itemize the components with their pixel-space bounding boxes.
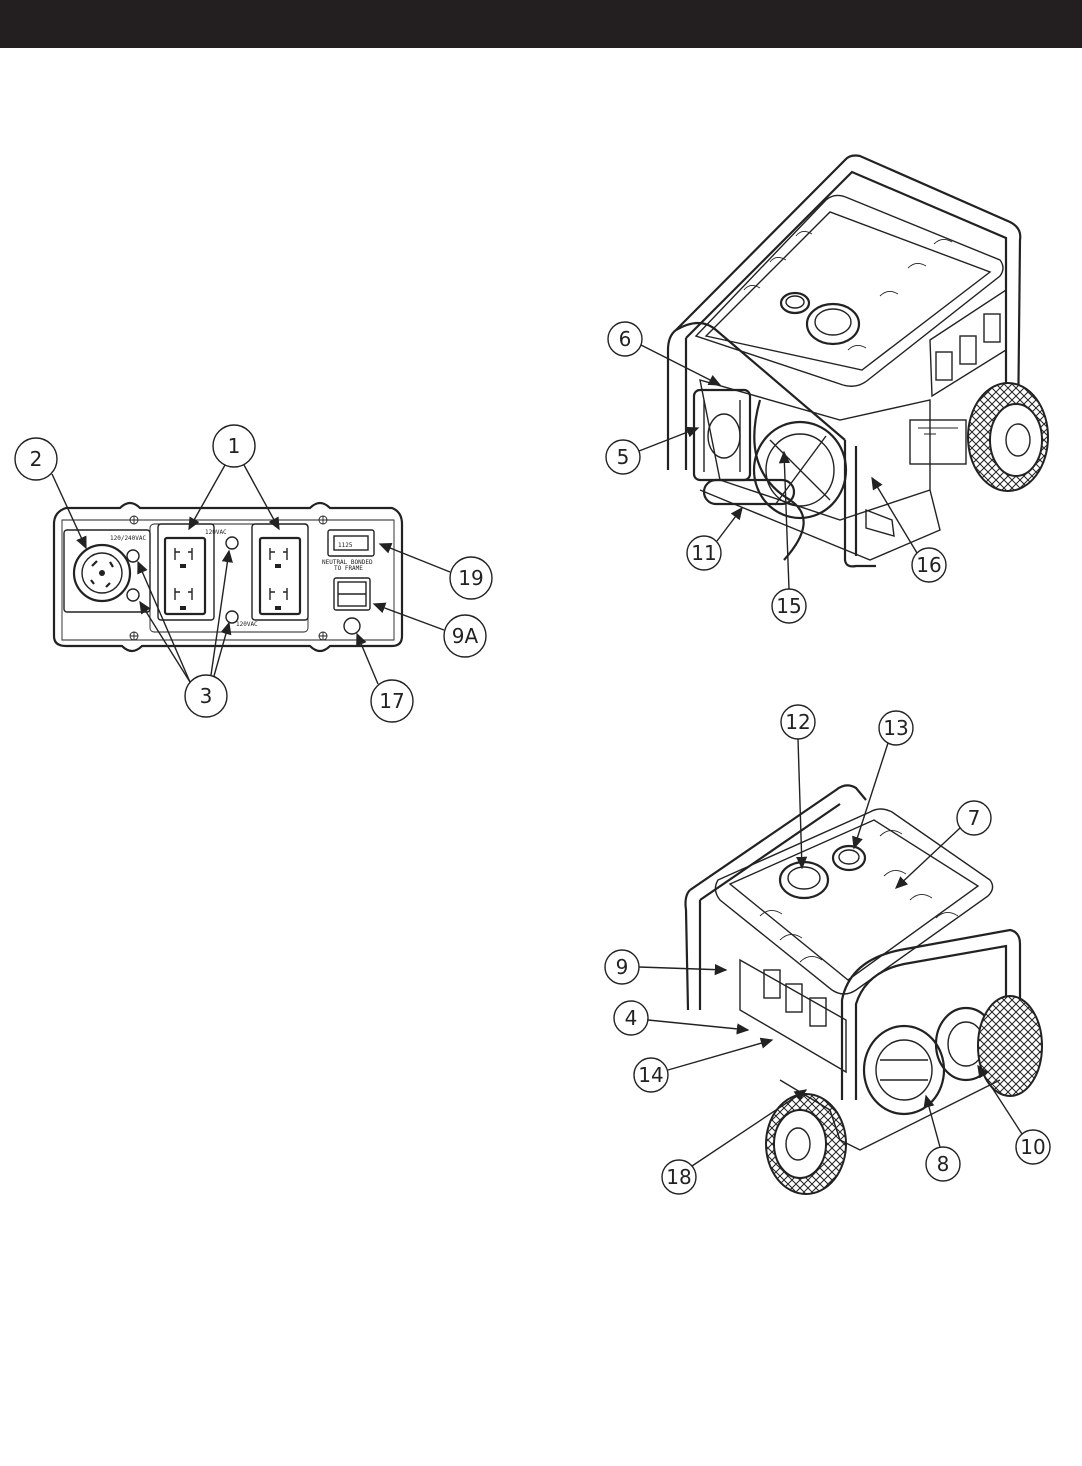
generator-front-view — [684, 784, 1043, 1195]
svg-text:17: 17 — [379, 689, 404, 713]
circuit-breaker — [225, 536, 239, 550]
callout-12: 12 — [780, 704, 816, 870]
callout-11: 11 — [686, 506, 743, 571]
callout-9: 9 — [604, 949, 728, 985]
svg-text:5: 5 — [617, 445, 630, 469]
outlet-label-top: 120VAC — [205, 529, 227, 536]
callout-3: 3 — [137, 549, 233, 718]
svg-text:12: 12 — [785, 710, 810, 734]
circuit-breaker — [225, 610, 239, 624]
control-panel-diagram: 120/240VAC 120VAC 120VAC 11 — [52, 501, 404, 653]
ground-terminal — [343, 617, 361, 635]
hour-meter: 1125 NEUTRAL BONDED TO FRAME — [322, 529, 375, 572]
circuit-breaker — [126, 588, 140, 602]
svg-text:2: 2 — [30, 447, 43, 471]
outlet-label-bottom: 120VAC — [236, 621, 258, 628]
callout-10: 10 — [977, 1064, 1051, 1165]
callout-17: 17 — [356, 632, 414, 723]
rear-view-callouts: 6 5 11 15 16 — [605, 321, 947, 624]
callout-13: 13 — [852, 710, 914, 850]
duplex-outlet-left — [157, 523, 215, 621]
neutral-label-line2: TO FRAME — [334, 565, 363, 572]
panel-screws — [129, 515, 328, 641]
callout-16: 16 — [871, 476, 947, 583]
svg-text:11: 11 — [691, 541, 716, 565]
header-bar — [0, 0, 1082, 48]
front-view-callouts: 12 13 7 9 4 14 18 — [604, 704, 1051, 1195]
callout-15: 15 — [771, 450, 807, 624]
svg-text:16: 16 — [916, 553, 941, 577]
svg-text:3: 3 — [200, 684, 213, 708]
svg-text:9A: 9A — [452, 624, 479, 648]
svg-text:6: 6 — [619, 327, 632, 351]
callout-8: 8 — [923, 1094, 961, 1182]
callout-1: 1 — [188, 424, 280, 531]
panel-callouts: 1 2 3 19 9A 17 — [14, 424, 493, 723]
main-breaker-switch — [333, 577, 371, 611]
callout-4: 4 — [613, 1000, 750, 1036]
svg-text:19: 19 — [458, 566, 483, 590]
hour-meter-value: 1125 — [338, 542, 353, 549]
receptacle-240-label: 120/240VAC — [110, 535, 147, 542]
svg-text:7: 7 — [968, 806, 981, 830]
svg-text:18: 18 — [666, 1165, 691, 1189]
callout-2: 2 — [14, 437, 87, 550]
callout-6: 6 — [607, 321, 722, 386]
generator-rear-view — [666, 154, 1049, 568]
circuit-breaker — [126, 549, 140, 563]
neutral-label-line1: NEUTRAL BONDED — [322, 559, 373, 566]
svg-text:15: 15 — [776, 594, 801, 618]
callout-18: 18 — [661, 1089, 808, 1195]
callout-14: 14 — [633, 1037, 774, 1093]
duplex-outlet-right — [251, 523, 309, 621]
callout-5: 5 — [605, 426, 700, 475]
svg-text:4: 4 — [625, 1006, 638, 1030]
svg-text:8: 8 — [937, 1152, 950, 1176]
callout-9a: 9A — [372, 602, 487, 658]
svg-text:1: 1 — [228, 434, 241, 458]
svg-text:10: 10 — [1020, 1135, 1045, 1159]
svg-text:13: 13 — [883, 716, 908, 740]
svg-text:9: 9 — [616, 955, 629, 979]
svg-text:14: 14 — [638, 1063, 663, 1087]
callout-7: 7 — [894, 800, 992, 889]
callout-19: 19 — [378, 542, 493, 600]
